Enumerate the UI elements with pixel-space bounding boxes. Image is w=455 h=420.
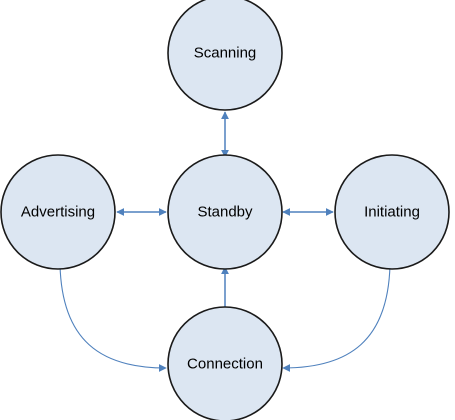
node-scanning: Scanning	[167, 0, 283, 111]
node-connection-label: Connection	[187, 356, 263, 373]
node-standby-circle	[167, 154, 283, 270]
node-advertising: Advertising	[0, 154, 116, 270]
node-advertising-label: Advertising	[21, 204, 95, 221]
node-initiating-circle	[334, 154, 450, 270]
node-connection-circle	[167, 306, 283, 420]
node-scanning-circle	[167, 0, 283, 111]
node-connection: Connection	[167, 306, 283, 420]
node-initiating-label: Initiating	[364, 204, 420, 221]
node-standby: Standby	[167, 154, 283, 270]
edges	[59, 111, 391, 372]
node-standby-label: Standby	[197, 204, 253, 221]
node-advertising-circle	[0, 154, 116, 270]
edge-advertising-connection	[59, 264, 167, 372]
node-scanning-label: Scanning	[194, 45, 257, 62]
node-initiating: Initiating	[334, 154, 450, 270]
edge-initiating-connection	[282, 264, 391, 372]
